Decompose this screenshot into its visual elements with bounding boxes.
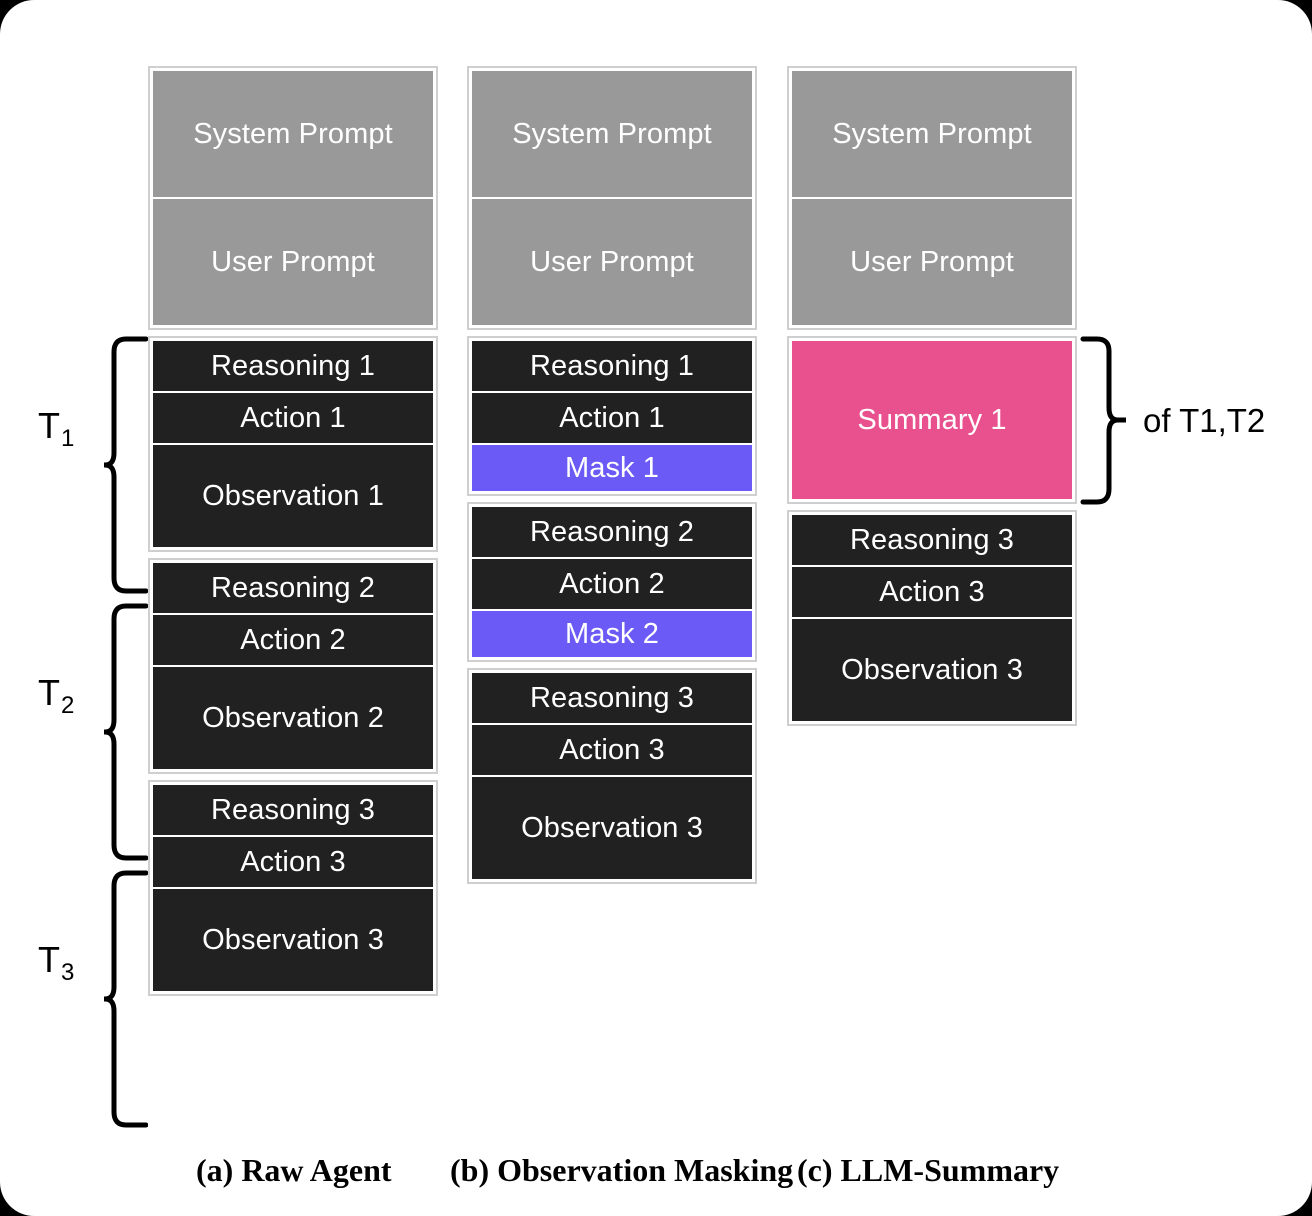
user-prompt-block[interactable]: User Prompt [471,198,753,326]
turn-label-t1: T1 [38,405,74,452]
observation-block[interactable]: Observation 3 [471,776,753,880]
observation-block[interactable]: Observation 2 [152,666,434,770]
action-block[interactable]: Action 3 [791,566,1073,618]
turn-label-t3-index: 3 [61,959,75,986]
turn-brace-t1 [104,336,148,594]
action-block[interactable]: Action 2 [152,614,434,666]
caption-raw-agent: (a) Raw Agent [196,1152,392,1188]
step-group-3: Reasoning 3 Action 3 Observation 3 [467,668,757,884]
observation-block[interactable]: Observation 1 [152,444,434,548]
summary-block[interactable]: Summary 1 [791,340,1073,500]
prompt-group: System Prompt User Prompt [787,66,1077,330]
reasoning-block[interactable]: Reasoning 3 [791,514,1073,566]
user-prompt-block[interactable]: User Prompt [152,198,434,326]
column-raw-agent: System Prompt User Prompt Reasoning 1 Ac… [148,66,438,1002]
mask-block[interactable]: Mask 1 [471,444,753,492]
turn-brace-t2 [104,603,148,861]
step-group-2: Reasoning 2 Action 2 Observation 2 [148,558,438,774]
action-block[interactable]: Action 3 [471,724,753,776]
reasoning-block[interactable]: Reasoning 2 [471,506,753,558]
action-block[interactable]: Action 1 [471,392,753,444]
caption-llm-summary: (c) LLM-Summary [797,1152,1060,1188]
summary-annotation-label: of T1,T2 [1143,402,1266,439]
reasoning-block[interactable]: Reasoning 2 [152,562,434,614]
prompt-group: System Prompt User Prompt [148,66,438,330]
prompt-group: System Prompt User Prompt [467,66,757,330]
observation-block[interactable]: Observation 3 [791,618,1073,722]
column-llm-summary: System Prompt User Prompt Summary 1 Reas… [787,66,1077,732]
action-block[interactable]: Action 2 [471,558,753,610]
step-group-3: Reasoning 3 Action 3 Observation 3 [148,780,438,996]
step-group-1: Reasoning 1 Action 1 Observation 1 [148,336,438,552]
turn-label-t2: T2 [38,672,74,719]
reasoning-block[interactable]: Reasoning 3 [471,672,753,724]
reasoning-block[interactable]: Reasoning 1 [152,340,434,392]
turn-brace-t3 [104,870,148,1128]
system-prompt-block[interactable]: System Prompt [471,70,753,198]
turn-label-t3: T3 [38,939,74,986]
user-prompt-block[interactable]: User Prompt [791,198,1073,326]
summary-brace [1080,336,1126,506]
action-block[interactable]: Action 3 [152,836,434,888]
step-group-1: Reasoning 1 Action 1 Mask 1 [467,336,757,496]
observation-block[interactable]: Observation 3 [152,888,434,992]
caption-observation-masking: (b) Observation Masking [450,1152,794,1188]
turn-label-t1-index: 1 [61,425,75,452]
turn-label-t2-text: T [38,672,60,713]
action-block[interactable]: Action 1 [152,392,434,444]
turn-label-t2-index: 2 [61,692,75,719]
mask-block[interactable]: Mask 2 [471,610,753,658]
step-group-3: Reasoning 3 Action 3 Observation 3 [787,510,1077,726]
system-prompt-block[interactable]: System Prompt [791,70,1073,198]
system-prompt-block[interactable]: System Prompt [152,70,434,198]
summary-group: Summary 1 [787,336,1077,504]
column-observation-masking: System Prompt User Prompt Reasoning 1 Ac… [467,66,757,890]
reasoning-block[interactable]: Reasoning 3 [152,784,434,836]
turn-label-t1-text: T [38,405,60,446]
reasoning-block[interactable]: Reasoning 1 [471,340,753,392]
turn-label-t3-text: T [38,939,60,980]
step-group-2: Reasoning 2 Action 2 Mask 2 [467,502,757,662]
